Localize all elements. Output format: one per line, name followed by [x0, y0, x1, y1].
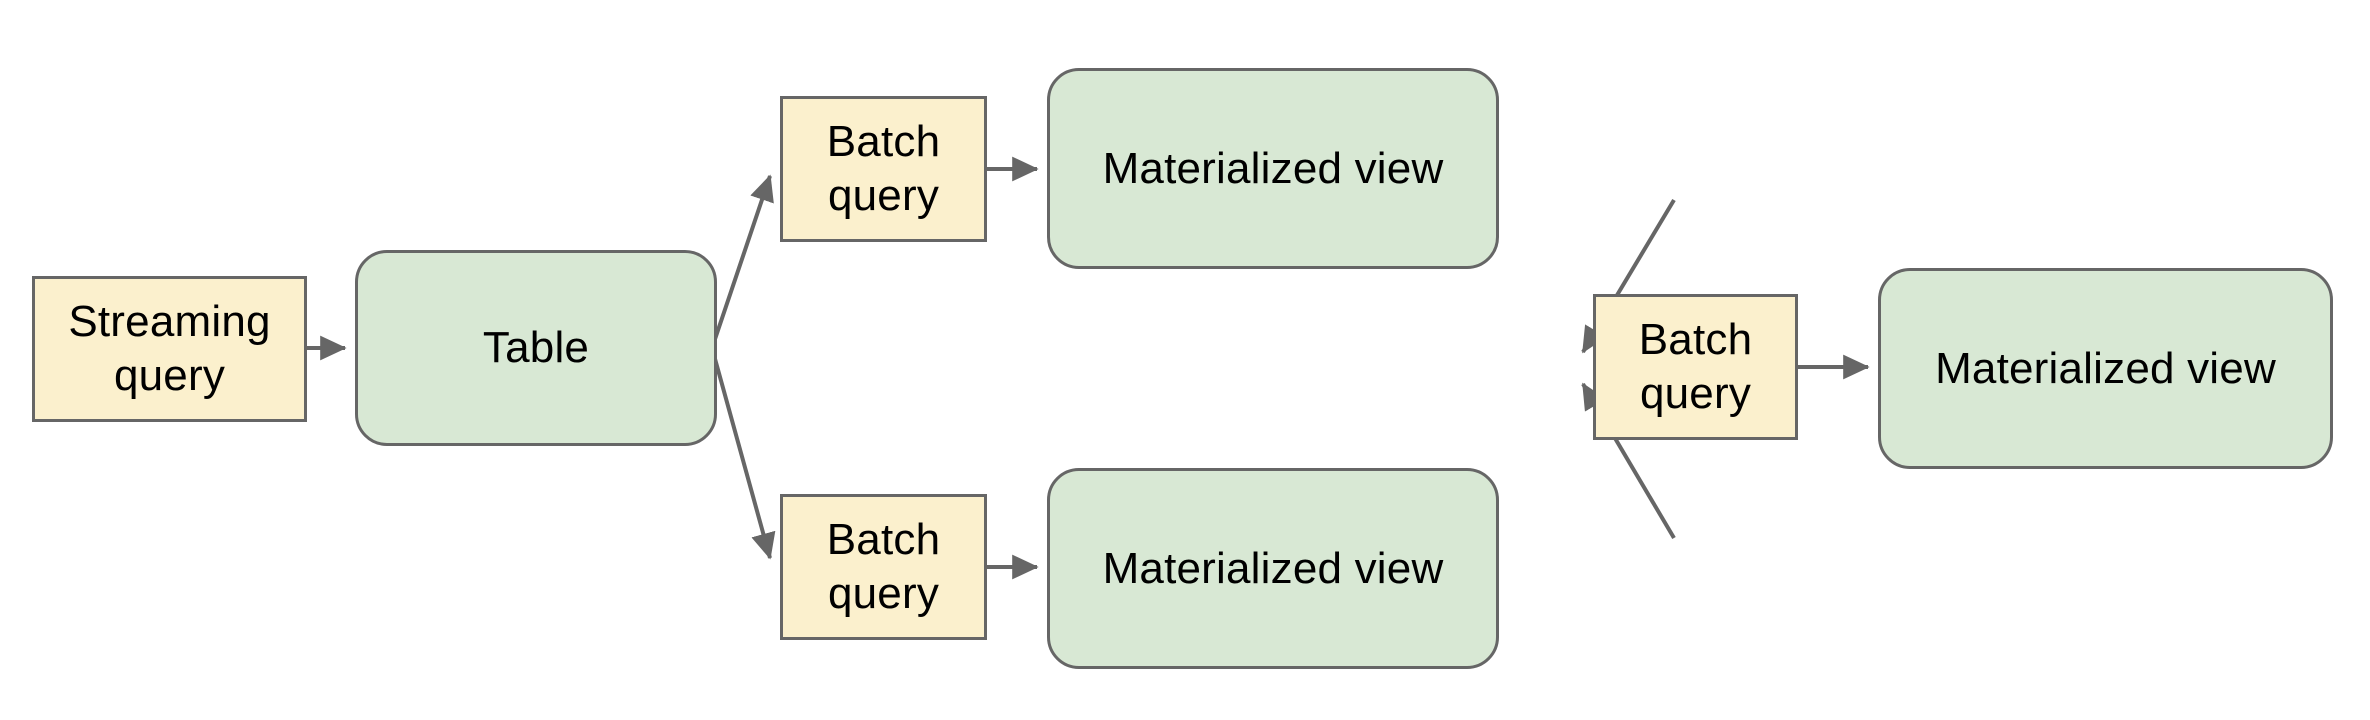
- node-streaming-query[interactable]: Streaming query: [32, 276, 307, 422]
- node-batch-query-top[interactable]: Batch query: [780, 96, 987, 242]
- node-batch-query-merge[interactable]: Batch query: [1593, 294, 1798, 440]
- node-materialized-view-bottom-label: Materialized view: [1102, 543, 1444, 593]
- node-materialized-view-top-label: Materialized view: [1102, 143, 1444, 193]
- node-batch-query-bottom-label: Batch query: [826, 515, 941, 618]
- node-table-label: Table: [482, 323, 590, 373]
- node-batch-query-bottom[interactable]: Batch query: [780, 494, 987, 640]
- node-streaming-query-label: Streaming query: [68, 297, 271, 400]
- node-batch-query-merge-label: Batch query: [1638, 315, 1753, 418]
- node-materialized-view-top[interactable]: Materialized view: [1047, 68, 1499, 269]
- node-materialized-view-bottom[interactable]: Materialized view: [1047, 468, 1499, 669]
- edge-table-to-batch-query-top: [710, 174, 774, 349]
- node-materialized-view-final[interactable]: Materialized view: [1878, 268, 2333, 469]
- node-table[interactable]: Table: [355, 250, 717, 446]
- node-batch-query-top-label: Batch query: [826, 117, 941, 220]
- edge-table-to-batch-query-bottom: [710, 347, 776, 560]
- node-materialized-view-final-label: Materialized view: [1935, 343, 2276, 393]
